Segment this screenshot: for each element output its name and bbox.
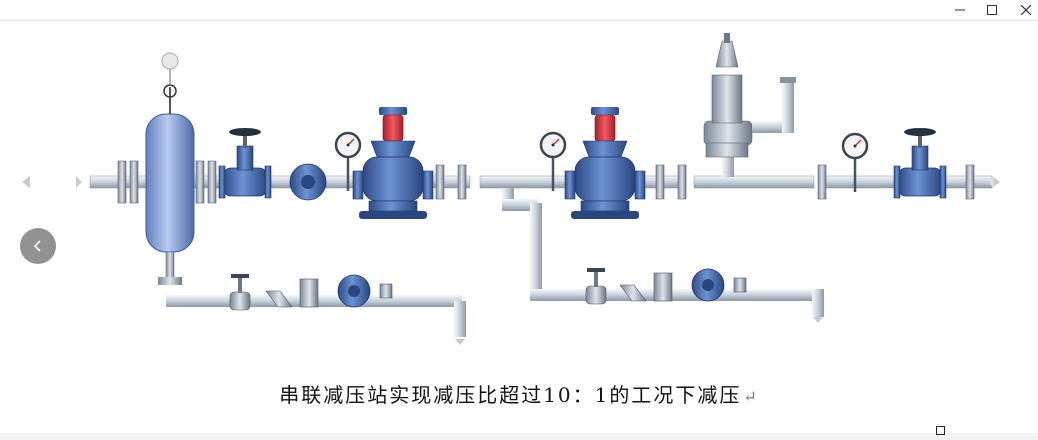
middle-drain-arrow-icon [813,317,823,323]
steam-separator [145,52,195,279]
diagram-caption: 串联减压站实现减压比超过10：1的工况下减压↵ [0,379,1038,408]
separator-drain-valve [229,273,251,311]
safety-valve [703,33,796,177]
resize-handle[interactable] [936,426,945,435]
maximize-button[interactable] [976,0,1008,20]
viewer-bottom-strip [0,433,1038,440]
image-viewer: 串联减压站实现减压比超过10：1的工况下减压↵ [0,21,1038,433]
inlet-arrow-icon [22,176,30,188]
close-button[interactable] [1010,0,1038,20]
outlet-gate-valve [893,127,947,199]
inlet-arrow-right-icon [76,176,82,188]
separator-drain-arrow-icon [455,339,465,345]
maximize-icon [987,5,997,15]
pressure-reducing-valve-1 [352,106,434,220]
previous-image-button[interactable] [20,228,56,264]
window-titlebar [0,0,1038,21]
paragraph-mark-icon: ↵ [743,387,759,406]
outlet-arrow-left-icon [988,176,994,188]
pressure-reducing-valve-2 [564,106,646,220]
inlet-strainer [289,163,327,201]
inlet-gate-valve [218,127,272,199]
main-pipe-right [693,175,815,189]
close-icon [1021,5,1031,15]
pipe-flanges [117,160,975,204]
caption-text: 串联减压站实现减压比超过10：1的工况下减压 [279,383,742,407]
minimize-icon [955,9,965,11]
minimize-button[interactable] [944,0,976,20]
pressure-reducing-station-diagram [22,33,1000,345]
chevron-left-icon [33,240,41,252]
middle-drain-valve [585,267,607,305]
